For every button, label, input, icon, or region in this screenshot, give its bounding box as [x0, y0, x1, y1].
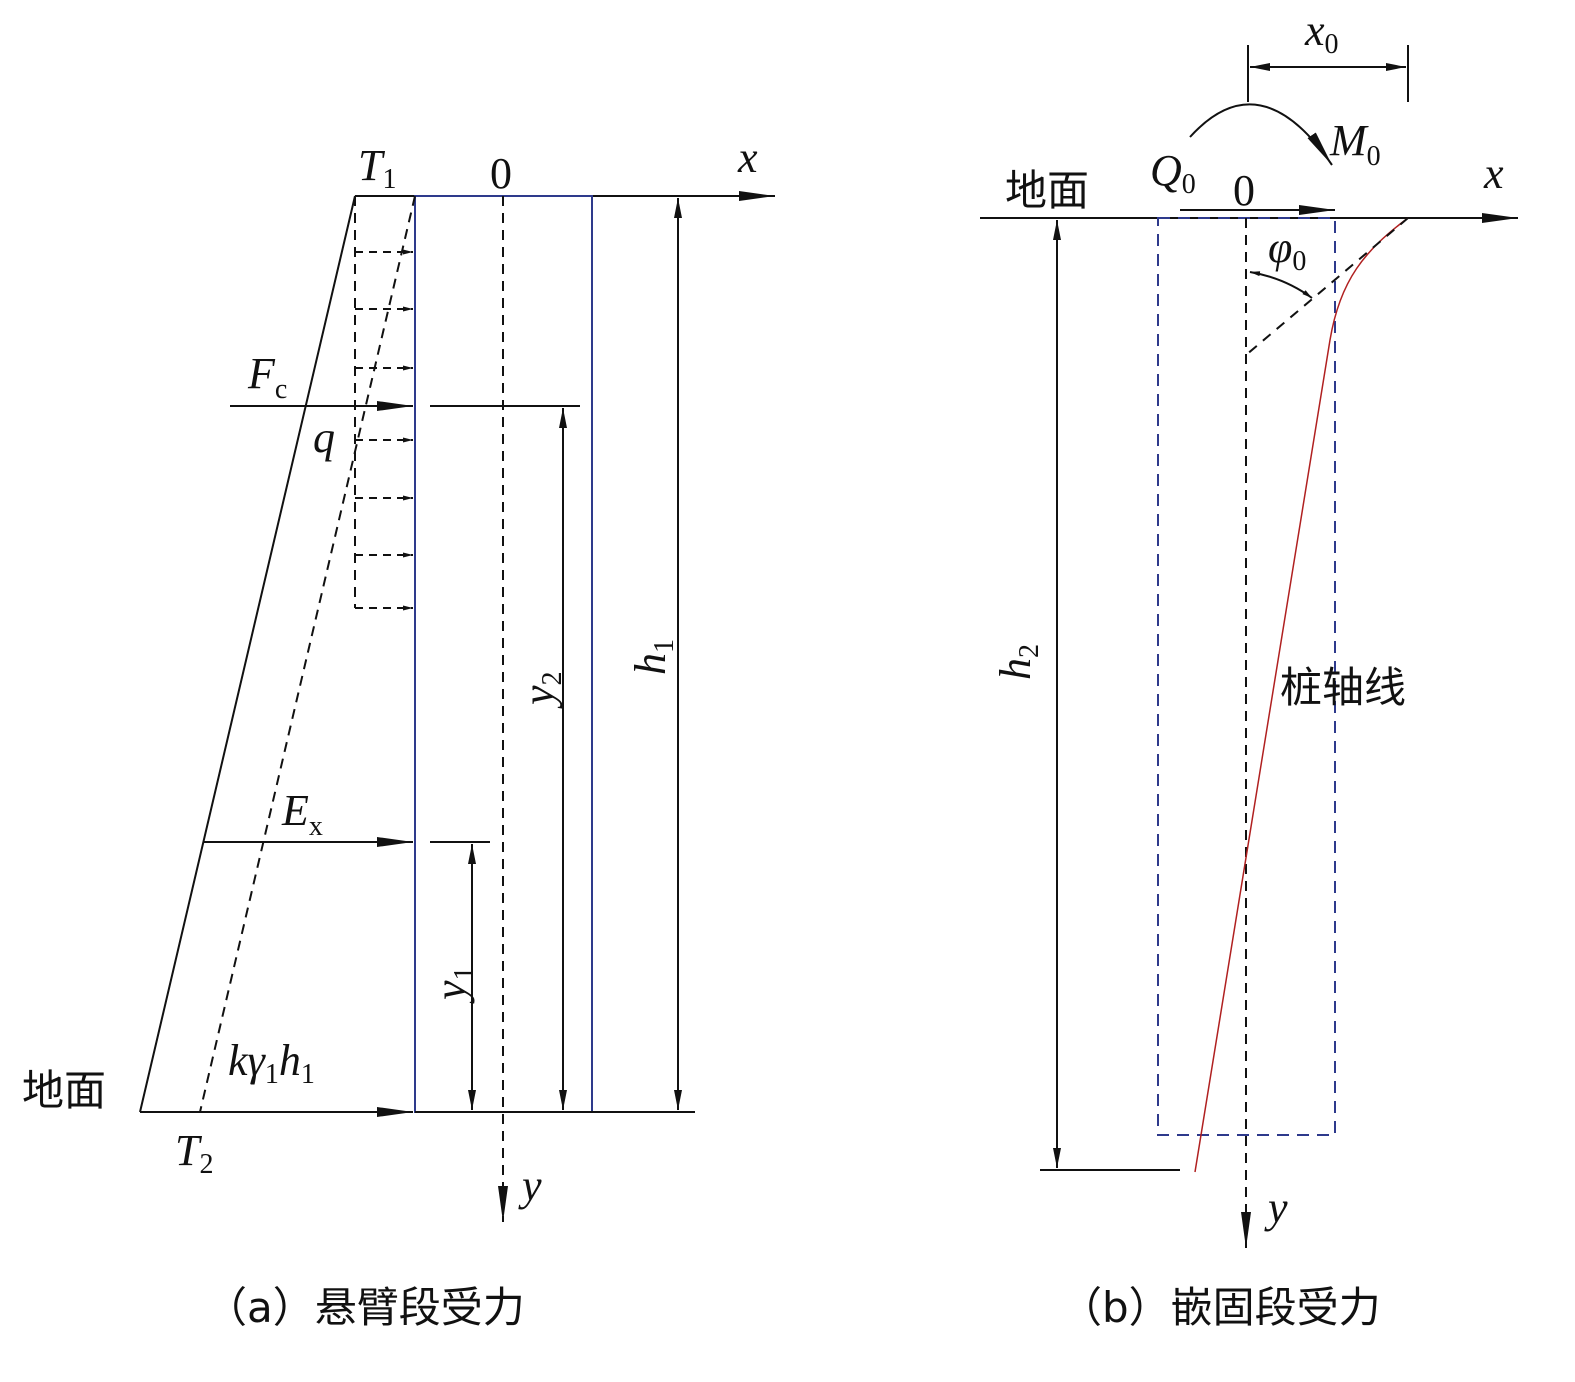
ex-label: Ex [281, 786, 323, 842]
q-label: q [313, 413, 335, 462]
earth-pressure-boundary [139, 195, 356, 1113]
panel-b-labels: x0 M0 Q0 0 x 地面 φ0 h2 桩轴线 y （b）嵌固段受力 [991, 6, 1504, 1332]
earth-pressure-dashed [199, 195, 416, 1113]
q0-label: Q0 [1150, 146, 1196, 200]
y-axis-label-b: y [1264, 1183, 1288, 1232]
fc-label: Fc [247, 349, 287, 405]
m0-arc [1189, 103, 1333, 166]
y-axis-label: y [518, 1161, 542, 1210]
panel-b-embedded [980, 45, 1518, 1248]
h1-label: h1 [626, 639, 680, 675]
t2-label: T2 [175, 1126, 213, 1180]
m0-label: M0 [1329, 116, 1381, 172]
x-axis-label: x [737, 133, 758, 182]
phi0-arc [1249, 271, 1313, 299]
ground-label-a: 地面 [22, 1066, 106, 1115]
origin-label-b: 0 [1233, 166, 1255, 215]
h2-label: h2 [991, 644, 1045, 680]
phi0-label: φ0 [1268, 223, 1306, 277]
t1-label: T1 [358, 141, 396, 195]
ground-label-b: 地面 [1005, 166, 1089, 215]
caption-a: （a）悬臂段受力 [205, 1283, 525, 1332]
q-load-arrows [355, 249, 413, 611]
x-axis-label-b: x [1483, 149, 1504, 198]
pressure-label: kγ1h1 [228, 1036, 315, 1090]
panel-a-labels: T1 0 x Fc q Ex y1 y2 h1 地面 kγ1h1 T2 y （a… [22, 133, 758, 1332]
x0-label: x0 [1304, 6, 1339, 60]
origin-label: 0 [490, 149, 512, 198]
panel-a-cantilever [139, 191, 775, 1222]
pile-axis-label: 桩轴线 [1280, 663, 1406, 712]
caption-b: （b）嵌固段受力 [1060, 1283, 1381, 1332]
y2-label: y2 [514, 671, 568, 709]
y1-label: y1 [426, 966, 480, 1004]
